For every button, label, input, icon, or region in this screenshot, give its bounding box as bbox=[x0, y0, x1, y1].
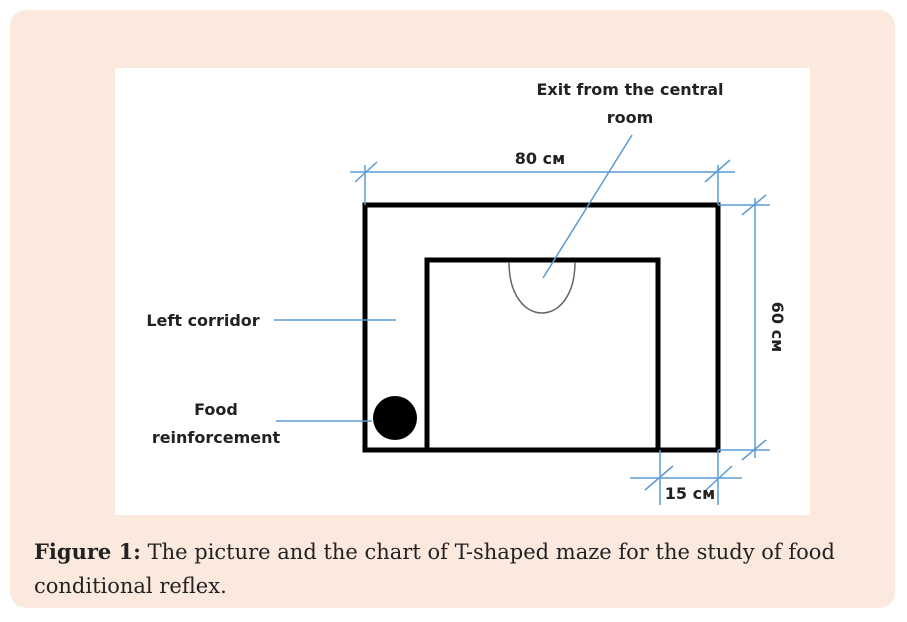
diagram-background bbox=[115, 68, 810, 515]
height-dimension bbox=[718, 194, 770, 461]
corridor-width-dimension bbox=[630, 450, 742, 505]
height-label: 60 см bbox=[768, 302, 787, 352]
corridor-width-label: 15 см bbox=[665, 484, 715, 503]
exit-leader-line bbox=[542, 134, 633, 279]
central-room-wall bbox=[424, 257, 661, 453]
food-label: Food bbox=[194, 400, 238, 419]
figure-caption: Figure 1: The picture and the chart of T… bbox=[34, 535, 884, 603]
caption-text: The picture and the chart of T-shaped ma… bbox=[34, 540, 835, 598]
food-reinforcement-dot bbox=[373, 396, 417, 440]
exit-label: Exit from the central bbox=[536, 80, 723, 99]
food-label-line2: reinforcement bbox=[152, 428, 281, 447]
exit-label-line2: room bbox=[607, 108, 654, 127]
width-dimension bbox=[350, 159, 735, 205]
width-label: 80 см bbox=[515, 149, 565, 168]
left-corridor-label: Left corridor bbox=[146, 311, 259, 330]
caption-label: Figure 1: bbox=[34, 539, 141, 564]
exit-door-arc bbox=[508, 261, 576, 314]
